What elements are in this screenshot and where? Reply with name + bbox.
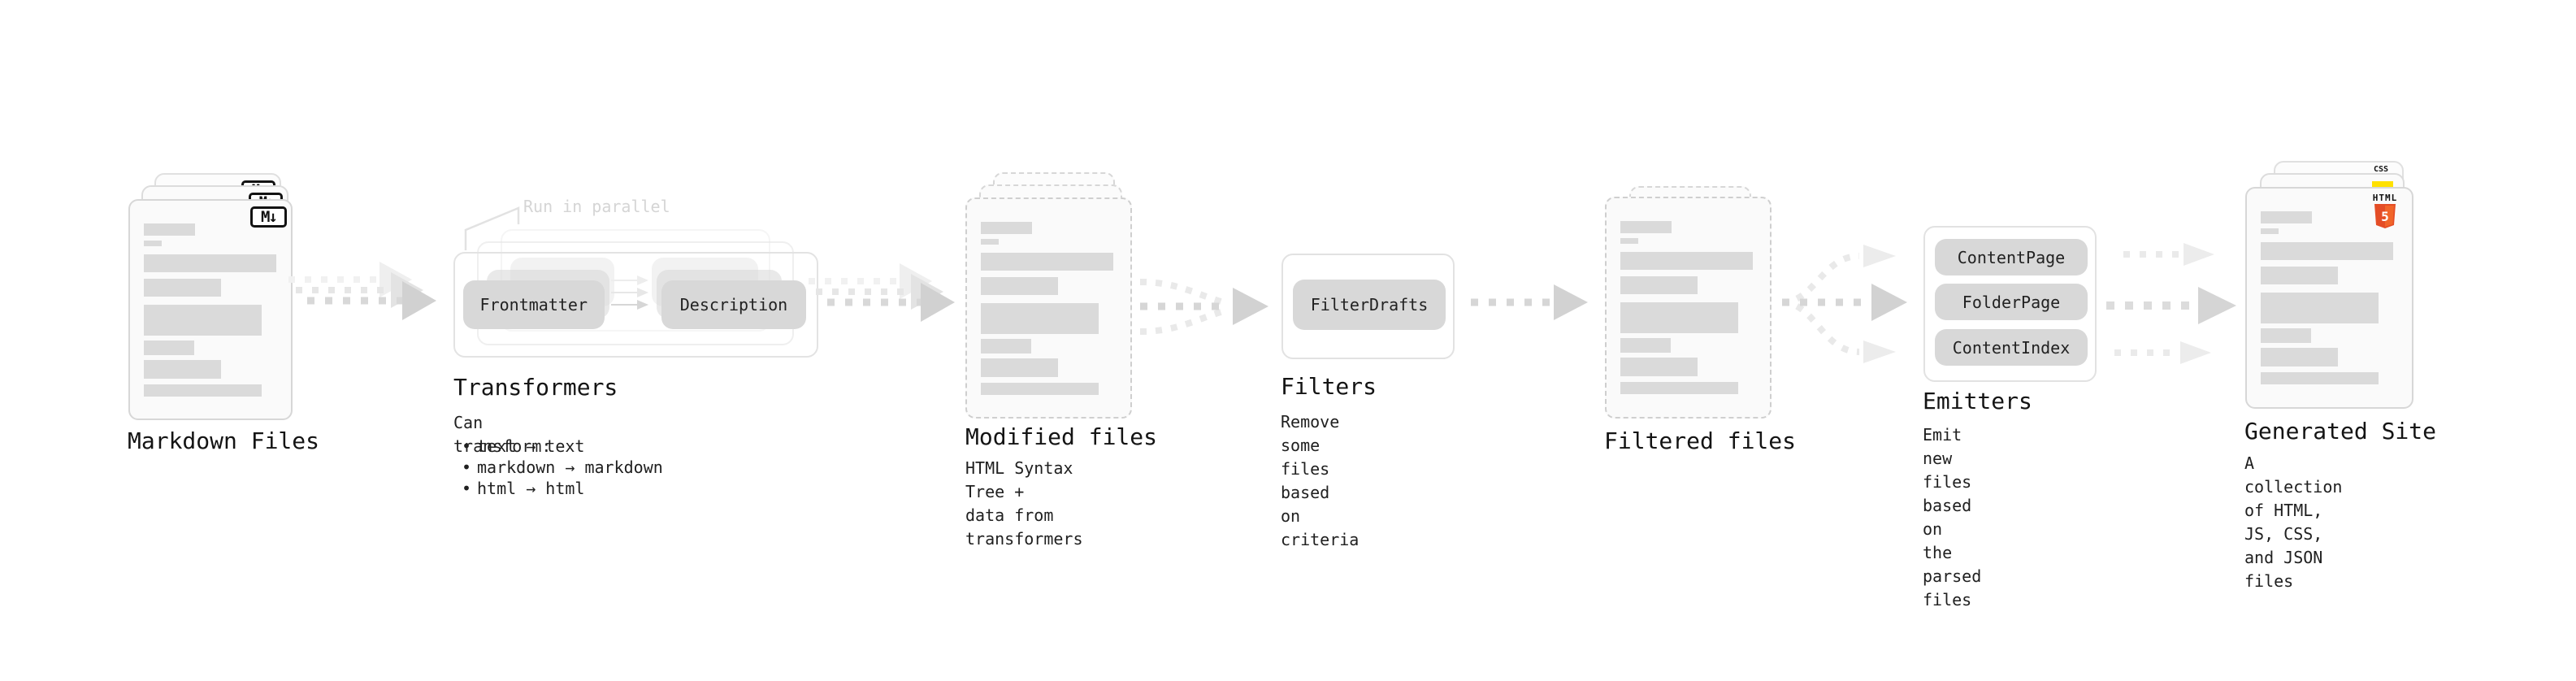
flow-arrow-emitters-to-generated	[2106, 243, 2236, 364]
section-title-transformers: Transformers	[453, 374, 618, 401]
flow-arrow-filters-to-filtered	[1471, 284, 1588, 320]
flow-arrow-filtered-to-emitters	[1781, 245, 1907, 363]
file-card	[965, 197, 1132, 419]
filters-container: FilterDrafts	[1281, 254, 1455, 359]
generated-site-subtitle: A collection of HTML, JS, CSS, and JSON …	[2244, 453, 2343, 591]
bullet-item: text → text	[453, 436, 663, 457]
markdown-icon: M↓	[250, 206, 287, 228]
flow-arrow-transformers-to-modified	[809, 263, 955, 322]
transformers-bullet-list: text → text markdown → markdown html → h…	[453, 436, 663, 499]
file-card: HTML 5	[2245, 187, 2413, 409]
document-content-placeholder	[1607, 198, 1770, 417]
bullet-item: html → html	[453, 478, 663, 499]
svg-text:5: 5	[2381, 209, 2389, 224]
emitters-container: ContentPage FolderPage ContentIndex	[1923, 226, 2097, 382]
pill-to-pill-arrows	[611, 275, 648, 310]
file-card: M↓	[128, 199, 293, 420]
content-index-pill: ContentIndex	[1935, 329, 2088, 366]
description-pill: Description	[661, 280, 806, 329]
section-title-modified-files: Modified files	[965, 423, 1158, 450]
transformer-panel: Frontmatter Description	[453, 252, 818, 358]
run-in-parallel-leader-line	[464, 206, 520, 250]
folder-page-pill: FolderPage	[1935, 284, 2088, 320]
section-title-emitters: Emitters	[1923, 388, 2032, 414]
file-card	[1605, 197, 1772, 419]
section-title-filters: Filters	[1281, 373, 1377, 400]
emitters-subtitle: Emit new files based on the parsed files	[1923, 425, 1982, 609]
content-page-pill: ContentPage	[1935, 239, 2088, 275]
run-in-parallel-label: Run in parallel	[523, 197, 670, 216]
section-title-filtered-files: Filtered files	[1604, 427, 1797, 454]
frontmatter-pill: Frontmatter	[463, 280, 605, 329]
section-title-markdown-files: Markdown Files	[128, 427, 320, 454]
document-content-placeholder	[130, 201, 291, 419]
section-title-generated-site: Generated Site	[2244, 418, 2437, 445]
bullet-item: markdown → markdown	[453, 457, 663, 478]
html5-icon: HTML 5	[2366, 193, 2405, 228]
document-content-placeholder	[967, 199, 1130, 417]
filter-drafts-pill: FilterDrafts	[1293, 280, 1446, 330]
flow-arrow-modified-to-filters	[1139, 279, 1268, 335]
modified-files-subtitle: HTML Syntax Tree + data from transformer…	[965, 458, 1083, 549]
flow-arrow-markdown-to-transformers	[288, 262, 436, 320]
filters-subtitle: Remove some files based on criteria	[1281, 412, 1360, 549]
